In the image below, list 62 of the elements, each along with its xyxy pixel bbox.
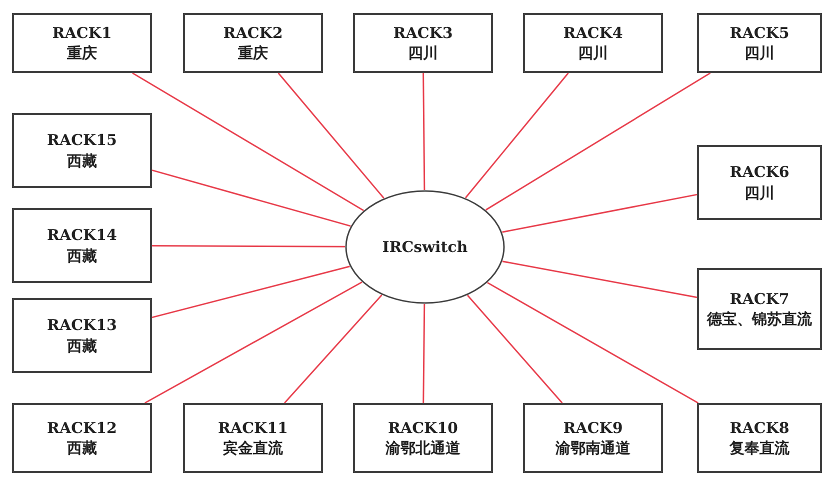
- node-title: RACK11: [218, 418, 288, 438]
- node-title: RACK13: [47, 315, 117, 336]
- node-title: RACK15: [47, 130, 117, 150]
- connector-line: [422, 73, 426, 190]
- rack-box: [12, 403, 152, 473]
- rack-box: [697, 13, 822, 73]
- connector-line: [152, 266, 350, 318]
- rack-box: [183, 13, 323, 73]
- node-title: RACK6: [730, 162, 790, 182]
- node-location: 宾金直流: [223, 438, 283, 458]
- node-location: 渝鄂南通道: [556, 438, 630, 458]
- node-title: RACK3: [393, 22, 453, 43]
- connector-line: [422, 304, 426, 403]
- connector-line: [487, 282, 699, 404]
- node-location: 西藏: [67, 438, 97, 458]
- connector-line: [284, 294, 382, 404]
- node-title: RACK9: [563, 418, 623, 438]
- connector-line: [466, 294, 563, 404]
- node-location: 西藏: [67, 336, 97, 356]
- rack-box: [353, 13, 493, 73]
- node-location: 重庆: [238, 43, 268, 64]
- rack-box: [697, 268, 822, 350]
- connector-line: [152, 169, 351, 227]
- node-title: RACK12: [47, 418, 117, 438]
- node-title: RACK8: [730, 418, 790, 438]
- node-location: 重庆: [67, 43, 97, 64]
- node-location: 四川: [744, 43, 774, 64]
- switch-ellipse: [345, 190, 505, 304]
- connector-line: [485, 72, 711, 211]
- node-location: 四川: [744, 182, 774, 203]
- rack-box: [12, 13, 152, 73]
- node-title: IRCswitch: [382, 236, 468, 258]
- connector-line: [502, 260, 698, 298]
- node-title: RACK2: [223, 22, 283, 43]
- node-location: 西藏: [67, 246, 97, 266]
- node-location: 西藏: [67, 150, 97, 171]
- rack-box: [523, 13, 663, 73]
- node-title: RACK14: [47, 225, 117, 246]
- connector-line: [502, 194, 698, 233]
- node-location: 渝鄂北通道: [386, 438, 460, 458]
- connector-line: [152, 245, 345, 248]
- rack-box: [523, 403, 663, 473]
- node-location: 德宝、锦苏直流: [707, 309, 812, 330]
- rack-box: [12, 298, 152, 373]
- connector-line: [132, 72, 364, 212]
- rack-box: [12, 208, 152, 283]
- rack-box: [12, 113, 152, 188]
- rack-box: [353, 403, 493, 473]
- connector-line: [278, 72, 384, 199]
- node-title: RACK5: [730, 22, 790, 43]
- node-location: 四川: [408, 43, 438, 64]
- node-location: 四川: [578, 43, 608, 64]
- node-title: RACK10: [388, 418, 458, 438]
- rack-box: [183, 403, 323, 473]
- node-location: 复奉直流: [730, 438, 790, 458]
- node-title: RACK7: [730, 288, 790, 309]
- connector-line: [464, 72, 569, 198]
- rack-box: [697, 145, 822, 220]
- node-title: RACK1: [52, 22, 112, 43]
- rack-box: [697, 403, 822, 473]
- node-title: RACK4: [563, 22, 623, 43]
- connector-line: [144, 281, 362, 404]
